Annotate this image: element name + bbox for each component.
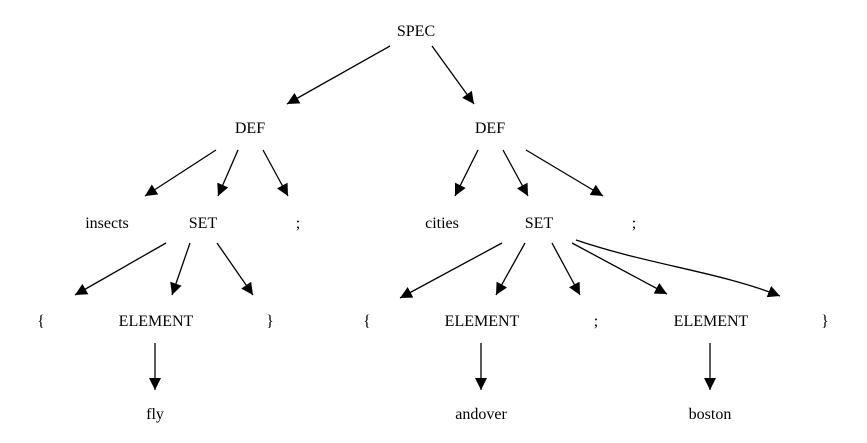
edge-set-left-close-brace <box>216 242 254 296</box>
node-separator-right: ; <box>594 313 598 330</box>
edge-def-right-set <box>502 149 529 197</box>
node-cities: cities <box>425 215 459 232</box>
nodes: SPEC DEF DEF insects SET ; cities SET ; … <box>37 23 829 423</box>
node-close-brace-right: } <box>821 313 829 330</box>
node-open-brace-left: { <box>37 313 45 330</box>
node-semicolon-left: ; <box>296 215 300 232</box>
node-def-left: DEF <box>235 120 265 137</box>
node-set-left: SET <box>189 215 218 232</box>
node-def-right: DEF <box>475 120 505 137</box>
node-close-brace-left: } <box>266 313 274 330</box>
node-set-right: SET <box>525 215 554 232</box>
node-boston: boston <box>689 406 732 423</box>
node-element-left: ELEMENT <box>119 313 194 330</box>
node-element-right-2: ELEMENT <box>674 313 749 330</box>
node-fly: fly <box>146 406 164 423</box>
edge-spec-def-left <box>286 45 391 105</box>
edge-set-right-element-2 <box>571 242 668 295</box>
node-open-brace-right: { <box>363 313 371 330</box>
edge-set-left-element <box>170 242 191 296</box>
edge-def-left-set <box>217 149 239 197</box>
node-semicolon-right: ; <box>632 215 636 232</box>
edge-set-right-separator <box>551 242 581 296</box>
edge-def-right-semicolon <box>525 149 604 197</box>
edge-set-right-open-brace <box>399 242 503 299</box>
node-insects: insects <box>85 215 129 232</box>
node-andover: andover <box>455 406 507 423</box>
edge-set-right-close-brace <box>575 239 781 298</box>
edge-def-left-insects <box>144 149 217 197</box>
edge-def-right-cities <box>454 149 479 197</box>
node-spec: SPEC <box>397 23 435 40</box>
edge-spec-def-right <box>431 45 475 105</box>
edge-set-left-open-brace <box>74 242 167 296</box>
edge-set-right-element-1 <box>495 242 526 296</box>
node-element-right-1: ELEMENT <box>445 313 520 330</box>
edges <box>74 45 781 390</box>
edge-def-left-semicolon <box>262 149 289 197</box>
